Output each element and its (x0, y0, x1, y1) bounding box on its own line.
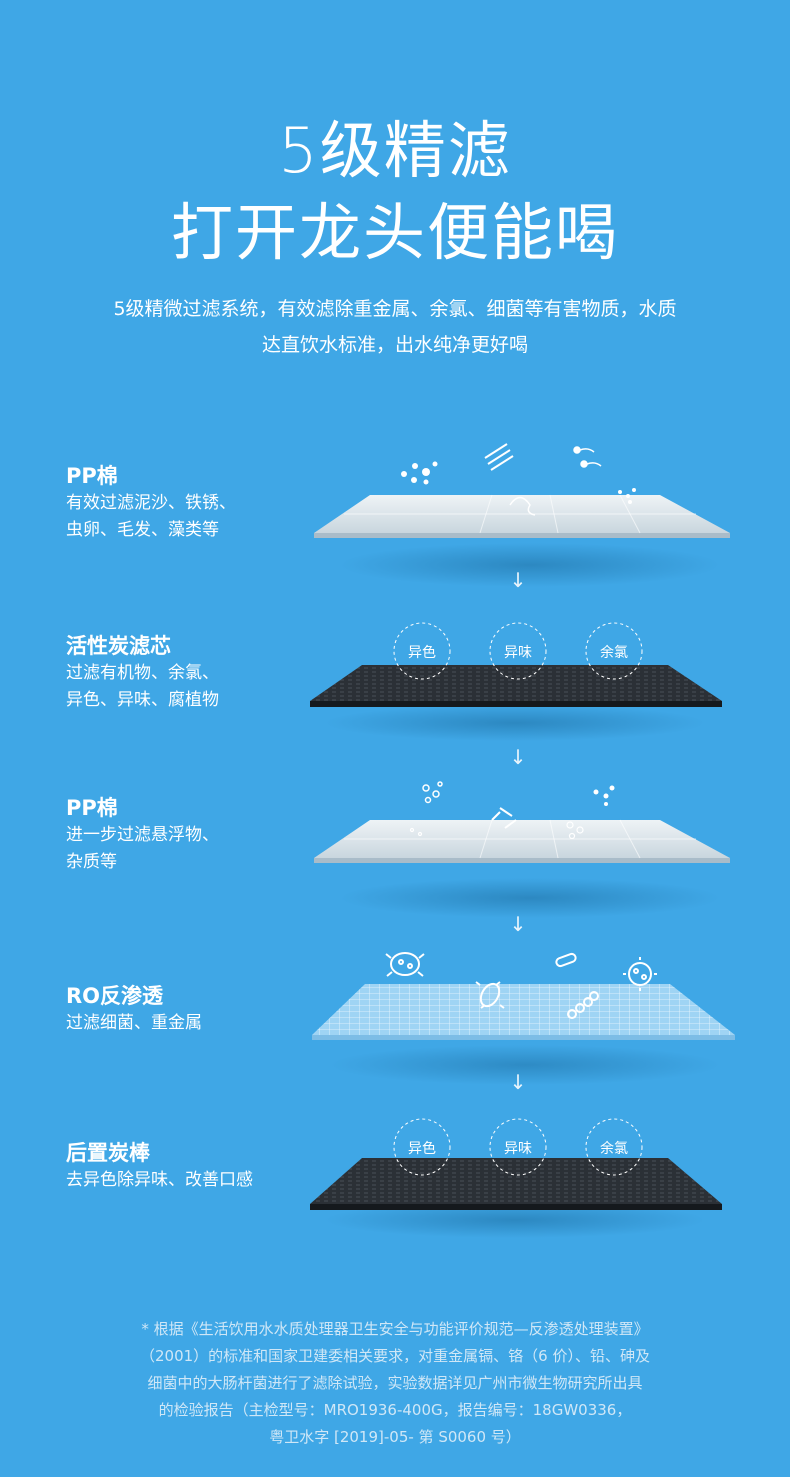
suspended-matter-icon (422, 781, 443, 804)
hair-fragment-icon (491, 807, 517, 829)
circle-label-color: 异色 (408, 645, 436, 661)
worm-egg-icon (573, 446, 602, 468)
circle-outline (393, 1118, 451, 1176)
footnote-line1: * 根据《生活饮用水水质处理器卫生安全与功能评价规范—反渗透处理装置》 (141, 1320, 649, 1338)
ro-membrane-plate (312, 952, 735, 1085)
page-title-line2: 打开龙头便能喝 (170, 196, 619, 269)
circle-outline (489, 622, 547, 680)
stage-description: 进一步过滤悬浮物、 杂质等 (66, 825, 219, 872)
hair-icon (484, 443, 514, 471)
footnote-line4: 的检验报告（主检型号：MRO1936-400G，报告编号：18GW0336， (158, 1401, 632, 1419)
circle-label-odor: 异味 (504, 645, 532, 661)
circle-outline (393, 622, 451, 680)
stage-description: 过滤细菌、重金属 (66, 1013, 202, 1033)
stage-description: 有效过滤泥沙、铁锈、 虫卵、毛发、藻类等 (66, 493, 236, 540)
footnote-line5: 粤卫水字 [2019]-05- 第 S0060 号） (269, 1428, 521, 1446)
down-arrow-icon: ↓ (509, 1070, 527, 1094)
pp-cotton-plate (314, 781, 730, 918)
stage-label: PP棉 (66, 796, 118, 820)
rod-bacteria-icon (555, 952, 577, 968)
impurity-dots-icon (593, 785, 615, 806)
stage-description: 去异色除异味、改善口感 (66, 1170, 253, 1190)
dust-particles-icon (401, 461, 438, 485)
down-arrow-icon: ↓ (509, 568, 527, 592)
circle-label-color: 异色 (408, 1141, 436, 1157)
small-particles-icon (618, 488, 636, 504)
circle-label-odor: 异味 (504, 1141, 532, 1157)
circle-label-chlorine: 余氯 (600, 645, 628, 661)
footnote-line2: （2001）的标准和国家卫建委相关要求，对重金属镉、铬（6 价）、铅、砷及 (140, 1347, 650, 1365)
carbon-filter-plate (310, 622, 722, 741)
circle-label-chlorine: 余氯 (600, 1141, 628, 1157)
circle-outline (585, 1118, 643, 1176)
subtitle-line1: 5级精微过滤系统，有效滤除重金属、余氯、细菌等有害物质，水质 (113, 298, 677, 320)
bacteria-icon (385, 952, 425, 977)
stage-label: 后置炭棒 (66, 1141, 150, 1165)
page-title-line1: 5级精滤 (278, 114, 512, 187)
subtitle-line2: 达直饮水标准，出水纯净更好喝 (261, 334, 528, 356)
circle-outline (585, 622, 643, 680)
stage-label: 活性炭滤芯 (66, 634, 171, 658)
down-arrow-icon: ↓ (509, 745, 527, 769)
virus-icon (623, 957, 657, 991)
stage-label: RO反渗透 (66, 984, 164, 1008)
circle-outline (489, 1118, 547, 1176)
stage-description: 过滤有机物、余氯、 异色、异味、腐植物 (66, 663, 219, 710)
down-arrow-icon: ↓ (509, 912, 527, 936)
footnote-line3: 细菌中的大肠杆菌进行了滤除试验，实验数据详见广州市微生物研究所出具 (147, 1374, 643, 1392)
germ-icon (475, 981, 505, 1009)
chain-bacteria-icon (567, 991, 599, 1019)
carbon-rod-plate (310, 1118, 722, 1238)
stage-label: PP棉 (66, 464, 118, 488)
pp-cotton-plate (314, 443, 730, 587)
